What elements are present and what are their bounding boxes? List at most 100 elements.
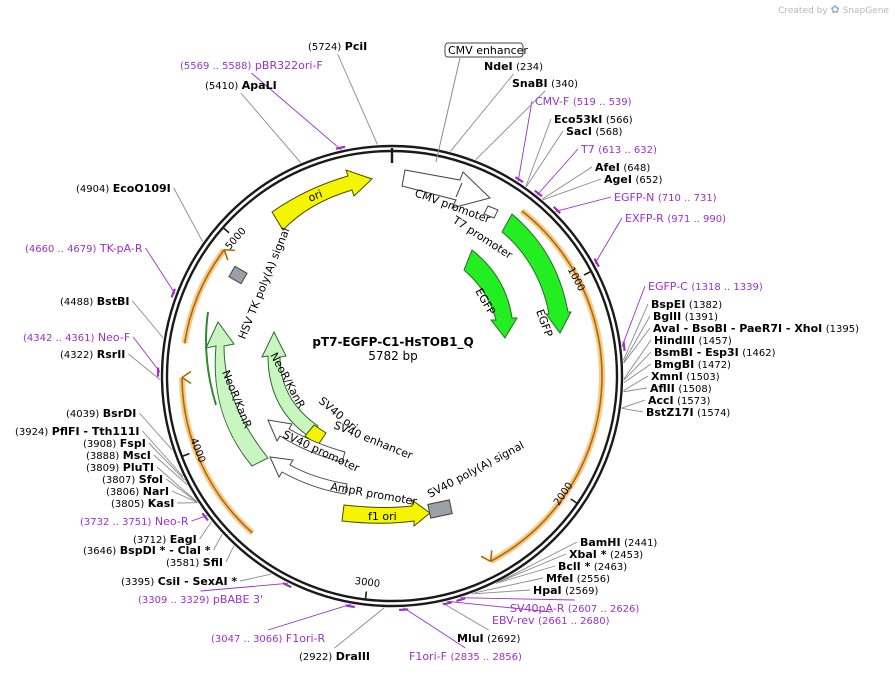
site-msci-label: (3888) MscI xyxy=(86,449,151,462)
site-pflfi-tth111i-label: (3924) PflFI - Tth111I xyxy=(15,425,139,438)
site-bmgbi-position: (1472) xyxy=(698,360,731,371)
site-t7-leader xyxy=(536,148,579,196)
site-apali-leader xyxy=(240,92,302,163)
watermark-created-by: Created by xyxy=(778,6,828,16)
site-neo-r-name: Neo-R xyxy=(155,515,189,528)
site-bspei-name: BspEI xyxy=(651,298,685,311)
site-bstbi-position: (4488) xyxy=(60,297,93,308)
site-bspei-leader xyxy=(623,303,649,361)
site-bstbi-label: (4488) BstBI xyxy=(60,295,129,308)
site-f1ori-f-leader xyxy=(403,607,466,649)
site-sfoi-name: SfoI xyxy=(139,473,163,486)
site-ebv-rev-name: EBV-rev xyxy=(492,614,535,627)
site-xbai-position: (2453) xyxy=(610,550,643,561)
site-sfii-leader xyxy=(225,545,235,563)
site-sfii-name: SfiI xyxy=(203,556,223,569)
site-bspdi-clai-label: (3646) BspDI * - ClaI * xyxy=(83,544,211,557)
site-ndei-name: NdeI xyxy=(484,60,513,73)
site-bspdi-clai-position: (3646) xyxy=(83,546,116,557)
orf-arcs xyxy=(179,208,605,565)
site-aflii-position: (1508) xyxy=(678,384,711,395)
site-kasi-position: (3805) xyxy=(111,499,144,510)
site-bstz17i-leader xyxy=(621,407,644,413)
tick-mark-3000 xyxy=(364,591,368,600)
site-leader-lines xyxy=(128,53,652,649)
site-bsrdi-position: (4039) xyxy=(66,409,99,420)
site-eagi-leader xyxy=(199,521,212,540)
site-hpai-leader xyxy=(471,589,531,595)
site-bglii-label: BglII (1391) xyxy=(653,310,718,323)
site-pbr322ori-f-label: (5569 .. 5588) pBR322ori-F xyxy=(180,59,323,72)
feature-f1-ori-arrow xyxy=(341,499,431,528)
snapgene-logo-icon: ✿ xyxy=(830,3,840,16)
site-hpai-name: HpaI xyxy=(533,584,562,597)
site-pluti-leader xyxy=(156,466,198,503)
site-fspi-label: (3908) FspI xyxy=(83,437,146,450)
site-tk-pa-r-primer-mark xyxy=(170,288,176,298)
site-aflii-name: AflII xyxy=(650,382,675,395)
site-neo-r-position: (3732 .. 3751) xyxy=(80,517,152,528)
site-xmni-name: XmnI xyxy=(651,370,683,383)
site-xbai-label: XbaI * (2453) xyxy=(569,548,643,561)
site-exfp-r-primer-mark xyxy=(593,258,600,268)
site-bglii-name: BglII xyxy=(653,310,681,323)
site-pflfi-tth111i-leader xyxy=(142,430,184,477)
site-pluti-name: PluTI xyxy=(123,461,154,474)
tick-mark-1000 xyxy=(583,270,592,276)
site-f1ori-r-leader xyxy=(267,603,351,631)
site-bamhi-position: (2441) xyxy=(624,538,657,549)
site-pbr322ori-f-leader xyxy=(251,72,342,151)
site-hindiii-position: (1457) xyxy=(698,336,731,347)
site-bmgbi-leader xyxy=(623,363,652,384)
site-agei-name: AgeI xyxy=(604,173,632,186)
site-apali-name: ApaLI xyxy=(242,79,277,92)
feature-sv40-promoter-arrow xyxy=(267,419,346,463)
site-pflfi-tth111i-position: (3924) xyxy=(15,427,48,438)
tick-mark-2000 xyxy=(570,498,578,505)
feature-egfp-outer-arrow xyxy=(501,213,572,334)
site-eco53ki-position: (566) xyxy=(606,115,633,126)
site-rsrii-label: (4322) RsrII xyxy=(60,348,125,361)
site-bamhi-name: BamHI xyxy=(580,536,621,549)
site-bsmbi-esp3i-label: BsmBI - Esp3I (1462) xyxy=(654,346,776,359)
site-bsrdi-leader xyxy=(139,412,173,451)
site-hindiii-leader xyxy=(623,339,652,380)
site-saci-leader xyxy=(525,130,564,188)
orf-arc xyxy=(181,377,253,534)
snapgene-watermark: Created by ✿ SnapGene xyxy=(778,3,889,16)
orf-arrow-head xyxy=(181,370,192,385)
site-exfp-r-leader xyxy=(594,217,623,264)
site-exfp-r-name: EXFP-R xyxy=(625,212,664,225)
site-msci-position: (3888) xyxy=(86,451,119,462)
plasmid-length: 5782 bp xyxy=(368,349,418,363)
site-cmv-f-primer-mark xyxy=(514,176,524,184)
site-neo-r-label: (3732 .. 3751) Neo-R xyxy=(80,515,189,528)
plasmid-title: pT7-EGFP-C1-HsTOB1_Q 5782 bp xyxy=(312,335,473,363)
site-egfp-c-label: EGFP-C (1318 .. 1339) xyxy=(648,280,763,293)
site-bamhi-leader xyxy=(500,541,578,582)
site-apali-position: (5410) xyxy=(205,81,238,92)
feature-label-f1-ori: f1 ori xyxy=(368,510,397,523)
site-acci-leader xyxy=(621,399,646,409)
site-bsrdi-name: BsrDI xyxy=(103,407,137,420)
site-mfei-leader xyxy=(474,577,544,594)
site-apali-label: (5410) ApaLI xyxy=(205,79,277,92)
site-ecoo109i-label: (4904) EcoO109I xyxy=(76,182,171,195)
orf-arc xyxy=(490,210,603,563)
site-mfei-position: (2556) xyxy=(577,574,610,585)
site-bcli-leader xyxy=(495,565,556,584)
feature-ampr-promoter-arrow xyxy=(269,456,348,495)
site-xbai-name: XbaI * xyxy=(569,548,607,561)
site-hindiii-label: HindIII (1457) xyxy=(654,334,732,347)
feature-labels: CMV enhancer CMV promoter T7 promoter EG… xyxy=(219,42,555,523)
site-t7-position: (613 .. 632) xyxy=(598,145,657,156)
site-aflii-leader xyxy=(623,387,648,393)
site-afei-label: AfeI (648) xyxy=(595,161,650,174)
site-bglii-leader xyxy=(623,315,651,363)
site-msci-name: MscI xyxy=(123,449,151,462)
site-exfp-r-label: EXFP-R (971 .. 990) xyxy=(625,212,726,225)
site-nari-leader xyxy=(171,490,198,503)
site-hpai-position: (2569) xyxy=(565,586,598,597)
site-egfp-n-name: EGFP-N xyxy=(614,191,654,204)
site-ndei-position: (234) xyxy=(516,62,543,73)
